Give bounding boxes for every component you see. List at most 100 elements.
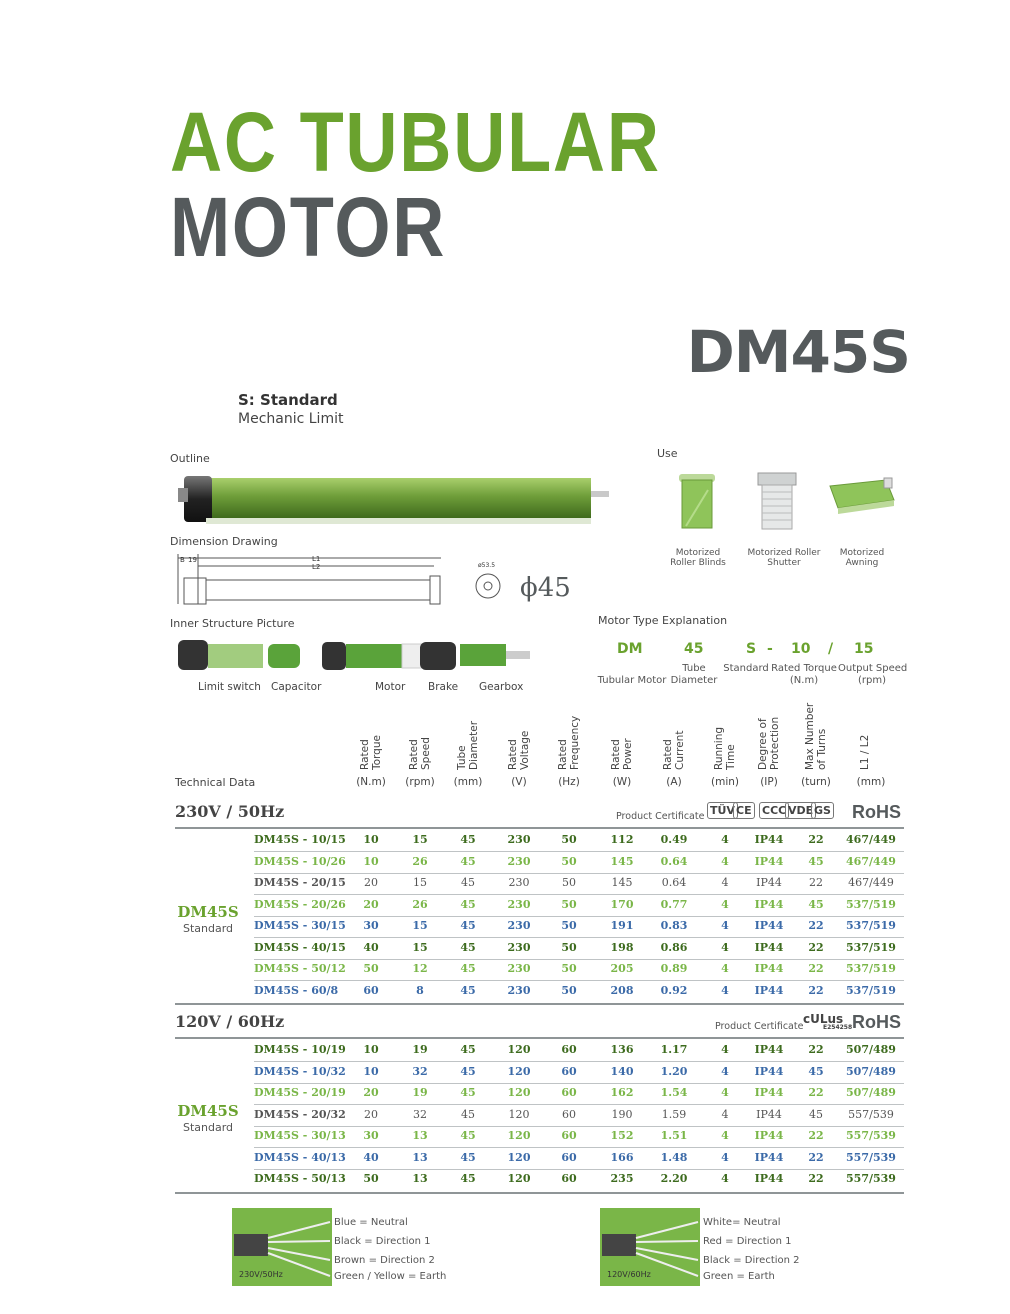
rohs-badge: RoHS xyxy=(852,1012,901,1032)
inner-part-brake: Brake xyxy=(428,681,459,693)
use-label: Use xyxy=(657,447,678,460)
table-cell: 120 xyxy=(507,1064,531,1078)
certificate-icon: cULus xyxy=(803,1012,844,1026)
table-cell: 537/519 xyxy=(846,983,896,997)
end-view-drawing: ø53.5 xyxy=(475,562,501,599)
wire-line: Green = Earth xyxy=(703,1271,775,1282)
row-divider xyxy=(254,958,904,960)
standard-code: S: Standard xyxy=(238,391,338,409)
dimension-label: Dimension Drawing xyxy=(170,535,278,548)
table-cell: 230 xyxy=(507,854,531,868)
table-cell: 50 xyxy=(561,854,577,868)
wire-line: Blue = Neutral xyxy=(334,1217,408,1228)
table-cell: 120 xyxy=(507,1150,531,1164)
table-cell: 60 xyxy=(561,1150,577,1164)
table-cell: 22 xyxy=(808,1129,824,1142)
table-cell: 10 xyxy=(363,1064,379,1078)
code-s: S xyxy=(746,641,757,657)
table-cell: 467/449 xyxy=(846,854,896,868)
use-item-label: Motorized Awning xyxy=(839,548,885,568)
table-cell: 557/539 xyxy=(846,1129,896,1142)
group-bottom-line xyxy=(175,1003,904,1005)
column-header: Rated Frequency xyxy=(557,715,582,770)
table-cell: 537/519 xyxy=(846,897,896,911)
table-cell: 45 xyxy=(808,897,824,911)
table-cell: 166 xyxy=(610,1150,634,1164)
group-model-name: DM45S xyxy=(177,903,239,921)
table-cell: 50 xyxy=(561,897,577,911)
wiring-diagram-230 xyxy=(232,1208,332,1286)
table-cell: 507/489 xyxy=(846,1043,896,1056)
table-cell: 30 xyxy=(363,919,379,932)
table-cell: 13 xyxy=(412,1172,428,1185)
table-cell: 0.77 xyxy=(660,897,688,911)
table-cell: 45 xyxy=(460,897,476,911)
table-cell: 4 xyxy=(721,1107,729,1121)
table-cell: 50 xyxy=(363,962,379,975)
table-cell: 10 xyxy=(363,854,379,868)
table-cell: 230 xyxy=(508,876,530,889)
standard-description: Mechanic Limit xyxy=(238,411,344,427)
wiring-label-230: 230V/50Hz xyxy=(239,1270,283,1279)
inner-structure-label: Inner Structure Picture xyxy=(170,617,295,630)
table-row-model: DM45S - 10/19 xyxy=(254,1043,346,1056)
table-row-model: DM45S - 10/26 xyxy=(254,854,346,868)
table-cell: 557/539 xyxy=(846,1150,896,1164)
table-cell: IP44 xyxy=(754,1086,784,1099)
column-unit: (W) xyxy=(612,776,632,788)
row-divider xyxy=(254,1061,904,1062)
table-cell: IP44 xyxy=(754,983,784,997)
table-cell: 22 xyxy=(808,1086,824,1099)
table-cell: 50 xyxy=(561,833,577,846)
row-divider xyxy=(254,937,904,938)
column-unit: (mm) xyxy=(856,776,886,788)
group-top-line xyxy=(175,1037,904,1039)
row-divider xyxy=(254,1147,904,1148)
outline-label: Outline xyxy=(170,452,210,465)
table-cell: 230 xyxy=(507,983,531,997)
row-divider xyxy=(254,851,904,852)
table-cell: 4 xyxy=(721,1129,729,1142)
table-cell: 19 xyxy=(412,1086,428,1099)
table-row-model: DM45S - 20/19 xyxy=(254,1086,346,1099)
table-cell: 50 xyxy=(561,940,577,954)
table-row-model: DM45S - 30/13 xyxy=(254,1129,346,1142)
table-cell: 26 xyxy=(412,854,428,868)
table-cell: 19 xyxy=(412,1043,428,1056)
table-cell: 60 xyxy=(561,1086,577,1099)
table-cell: 50 xyxy=(561,962,577,975)
wire-line: Black = Direction 1 xyxy=(334,1236,431,1247)
table-cell: 198 xyxy=(610,940,634,954)
table-cell: 45 xyxy=(461,876,475,889)
certificate-icon: VDE xyxy=(785,802,817,819)
column-unit: (IP) xyxy=(760,776,778,788)
table-row-model: DM45S - 60/8 xyxy=(254,983,339,997)
column-header: Max Number of Turns xyxy=(804,702,829,770)
table-cell: IP44 xyxy=(754,897,784,911)
dim-19-label: 19 xyxy=(188,556,197,564)
table-cell: 60 xyxy=(562,1107,576,1121)
table-cell: 467/449 xyxy=(846,833,896,846)
table-cell: IP44 xyxy=(756,1107,782,1121)
table-cell: 0.86 xyxy=(660,940,688,954)
table-row-model: DM45S - 30/15 xyxy=(254,919,346,932)
table-cell: 22 xyxy=(808,940,824,954)
table-cell: IP44 xyxy=(756,876,782,889)
motor-type-label: Motor Type Explanation xyxy=(598,614,728,627)
table-cell: 15 xyxy=(413,876,427,889)
table-cell: 22 xyxy=(808,1043,824,1056)
table-cell: 0.64 xyxy=(660,854,688,868)
table-cell: 120 xyxy=(507,1043,531,1056)
table-cell: 467/449 xyxy=(848,876,894,889)
table-cell: 4 xyxy=(721,962,729,975)
table-cell: 45 xyxy=(460,833,476,846)
table-row-model: DM45S - 40/13 xyxy=(254,1150,346,1164)
product-certificate-label: Product Certificate xyxy=(616,811,705,822)
outline-motor-image xyxy=(178,476,609,524)
table-cell: 235 xyxy=(610,1172,634,1185)
table-cell: 557/539 xyxy=(846,1172,896,1185)
group-title: 120V / 60Hz xyxy=(175,1012,285,1031)
table-cell: IP44 xyxy=(754,1129,784,1142)
column-unit: (min) xyxy=(711,776,739,788)
table-cell: 60 xyxy=(561,1043,577,1056)
